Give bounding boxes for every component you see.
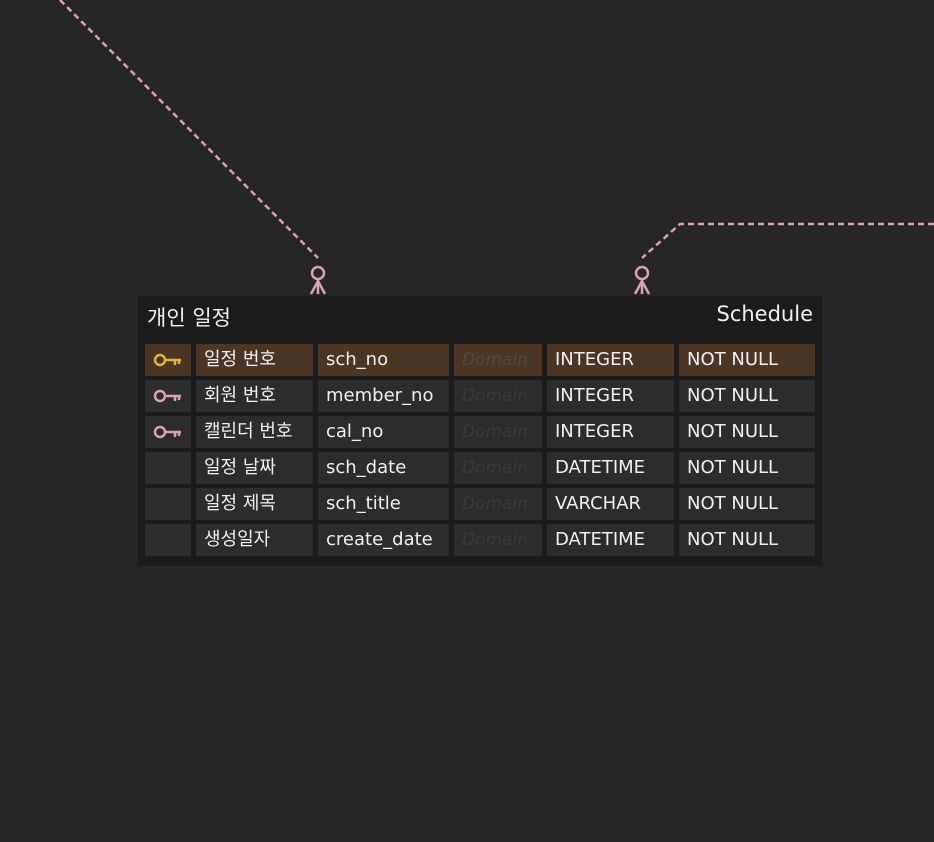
column-domain: Domain [454, 524, 542, 556]
column-nullable: NOT NULL [679, 452, 815, 484]
column-data-type: DATETIME [547, 524, 674, 556]
column-physical-name: cal_no [318, 416, 449, 448]
column-nullable: NOT NULL [679, 344, 815, 376]
column-row[interactable]: 일정 번호 sch_no Domain INTEGER NOT NULL [145, 344, 815, 376]
many-marker [309, 278, 327, 295]
column-logical-name: 캘린더 번호 [196, 416, 313, 448]
column-domain: Domain [454, 416, 542, 448]
key-cell [145, 344, 191, 376]
column-data-type: INTEGER [547, 416, 674, 448]
column-logical-name: 회원 번호 [196, 380, 313, 412]
column-row[interactable]: 회원 번호 member_no Domain INTEGER NOT NULL [145, 380, 815, 412]
many-marker [633, 278, 651, 295]
column-row[interactable]: 생성일자 create_date Domain DATETIME NOT NUL… [145, 524, 815, 556]
relationship-line-member [59, 0, 319, 259]
column-logical-name: 생성일자 [196, 524, 313, 556]
column-physical-name: sch_no [318, 344, 449, 376]
column-logical-name: 일정 번호 [196, 344, 313, 376]
column-data-type: INTEGER [547, 344, 674, 376]
key-cell [145, 452, 191, 484]
column-nullable: NOT NULL [679, 488, 815, 520]
column-data-type: VARCHAR [547, 488, 674, 520]
column-logical-name: 일정 날짜 [196, 452, 313, 484]
primary-key-icon [153, 353, 181, 367]
column-row[interactable]: 일정 제목 sch_title Domain VARCHAR NOT NULL [145, 488, 815, 520]
column-logical-name: 일정 제목 [196, 488, 313, 520]
column-nullable: NOT NULL [679, 380, 815, 412]
foreign-key-icon [153, 425, 181, 439]
column-data-type: DATETIME [547, 452, 674, 484]
column-domain: Domain [454, 344, 542, 376]
zero-marker [634, 265, 650, 281]
column-physical-name: create_date [318, 524, 449, 556]
key-cell [145, 416, 191, 448]
relationship-line-calendar [641, 222, 934, 259]
column-domain: Domain [454, 380, 542, 412]
column-domain: Domain [454, 488, 542, 520]
column-data-type: INTEGER [547, 380, 674, 412]
entity-logical-name: 개인 일정 [147, 306, 231, 330]
column-nullable: NOT NULL [679, 416, 815, 448]
column-nullable: NOT NULL [679, 524, 815, 556]
column-row[interactable]: 캘린더 번호 cal_no Domain INTEGER NOT NULL [145, 416, 815, 448]
entity-header: 개인 일정 Schedule [138, 296, 822, 334]
column-domain: Domain [454, 452, 542, 484]
key-cell [145, 380, 191, 412]
relationship-calendar[interactable] [633, 222, 934, 295]
column-physical-name: sch_date [318, 452, 449, 484]
key-cell [145, 488, 191, 520]
entity-schedule[interactable]: 개인 일정 Schedule 일정 번호 sch_no Domain INTEG… [138, 296, 822, 566]
entity-physical-name: Schedule [716, 302, 814, 326]
column-row[interactable]: 일정 날짜 sch_date Domain DATETIME NOT NULL [145, 452, 815, 484]
column-physical-name: member_no [318, 380, 449, 412]
column-physical-name: sch_title [318, 488, 449, 520]
relationship-member[interactable] [59, 0, 327, 295]
foreign-key-icon [153, 389, 181, 403]
key-cell [145, 524, 191, 556]
zero-marker [310, 265, 326, 281]
